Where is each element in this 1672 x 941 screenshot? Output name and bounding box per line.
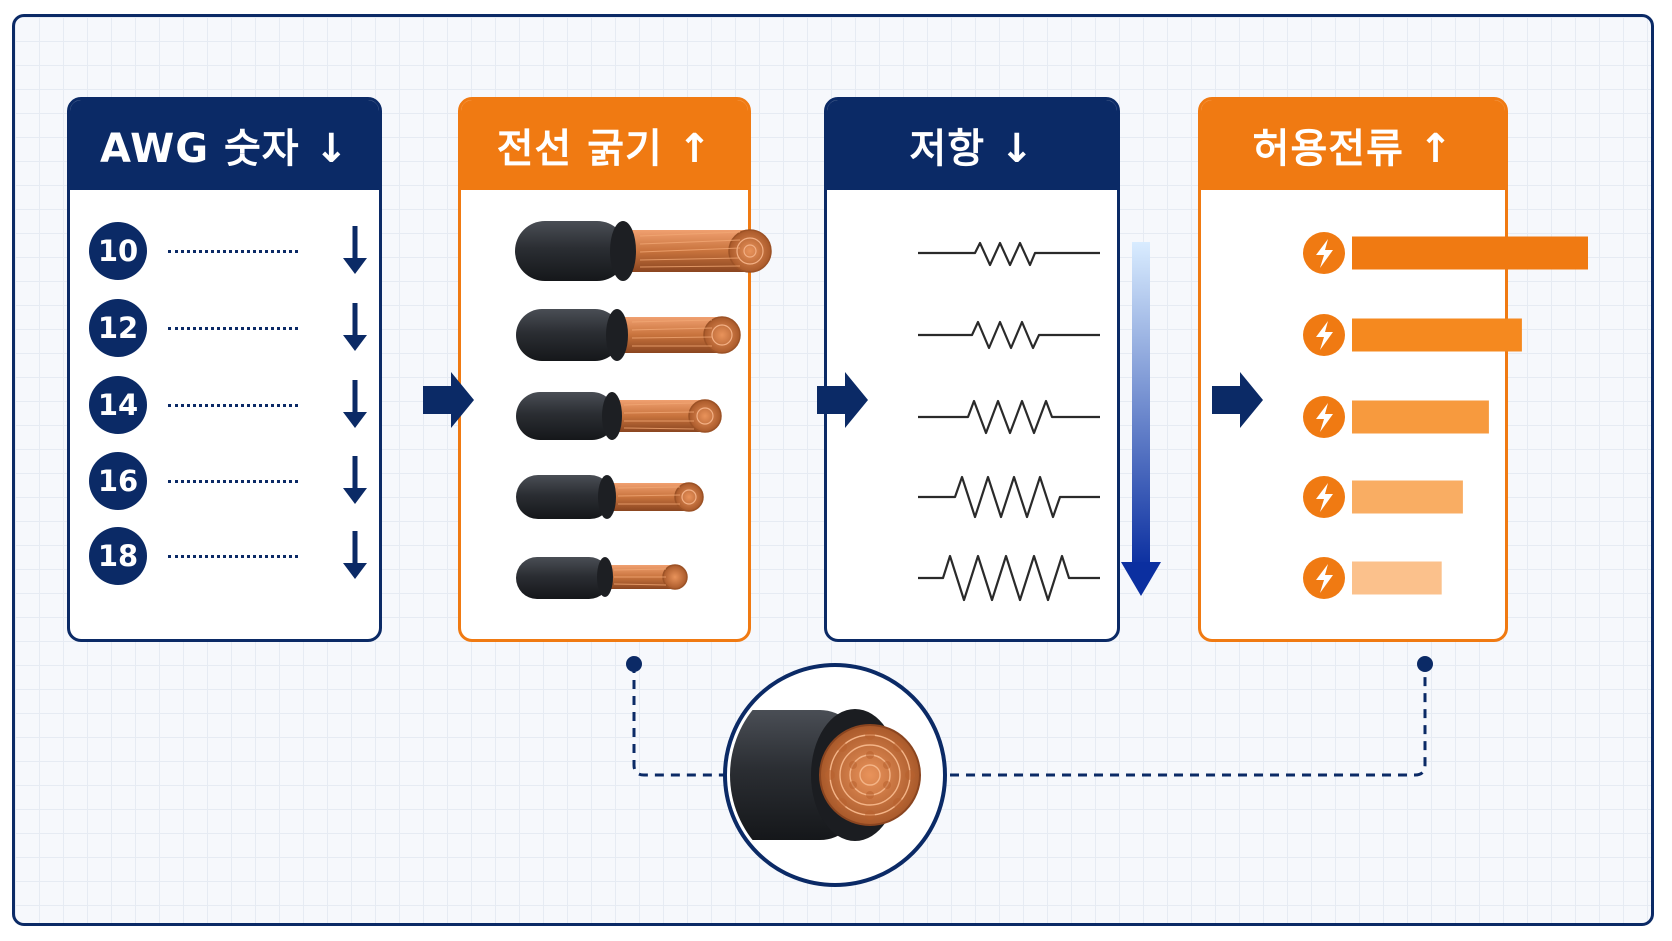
- thickness-panel: 전선 굵기 ↑: [458, 97, 751, 642]
- wire-cross-section-icon: [516, 309, 741, 361]
- connector-dot: [626, 656, 642, 672]
- lightning-bolt-icon: [1303, 476, 1345, 518]
- callout-connector-left: [632, 664, 725, 777]
- resistor-symbol-icon: [918, 320, 1100, 350]
- leader-dots: [168, 327, 298, 330]
- wire-zoom-icon: [723, 663, 947, 887]
- gauge-badge-10: 10: [89, 222, 147, 280]
- leader-dots: [168, 250, 298, 253]
- awg-panel: AWG 숫자 ↓: [67, 97, 382, 642]
- gauge-badge-12: 12: [89, 299, 147, 357]
- down-arrow-icon: [343, 380, 367, 428]
- wire-cross-section-icon: [515, 221, 772, 281]
- gauge-badge-16: 16: [89, 452, 147, 510]
- right-arrow-icon: [817, 372, 868, 428]
- lightning-bolt-icon: [1303, 396, 1345, 438]
- wire-cross-section-icon: [516, 475, 704, 519]
- wire-cross-section-icon: [516, 392, 722, 440]
- connector-dot: [1417, 656, 1433, 672]
- ampacity-bar: [1352, 400, 1489, 434]
- decreasing-resistance-arrow: [1121, 242, 1161, 596]
- resistance-panel: 저항 ↓: [824, 97, 1120, 642]
- gauge-badge-14: 14: [89, 376, 147, 434]
- resistance-panel-title: 저항 ↓: [827, 100, 1117, 190]
- ampacity-bar: [1352, 561, 1442, 595]
- gauge-badge-18: 18: [89, 527, 147, 585]
- resistor-symbol-icon: [918, 241, 1100, 267]
- lightning-bolt-icon: [1303, 232, 1345, 274]
- ampacity-panel-title: 허용전류 ↑: [1201, 100, 1505, 190]
- resistor-symbol-icon: [918, 554, 1100, 602]
- leader-dots: [168, 404, 298, 407]
- ampacity-bar: [1352, 318, 1522, 352]
- awg-panel-title: AWG 숫자 ↓: [70, 100, 379, 190]
- ampacity-panel: 허용전류 ↑: [1198, 97, 1508, 642]
- resistor-symbol-icon: [918, 399, 1100, 435]
- right-arrow-icon: [423, 372, 474, 428]
- wire-cross-section-icon: [516, 557, 688, 599]
- ampacity-bar: [1352, 236, 1588, 270]
- ampacity-bar: [1352, 480, 1463, 514]
- leader-dots: [168, 480, 298, 483]
- thickness-panel-title: 전선 굵기 ↑: [461, 100, 748, 190]
- right-arrow-icon: [1212, 372, 1263, 428]
- callout-connector-right: [950, 664, 1427, 777]
- lightning-bolt-icon: [1303, 557, 1345, 599]
- resistor-symbol-icon: [918, 475, 1100, 519]
- leader-dots: [168, 555, 298, 558]
- lightning-bolt-icon: [1303, 314, 1345, 356]
- down-arrow-icon: [343, 456, 367, 504]
- down-arrow-icon: [343, 303, 367, 351]
- down-arrow-icon: [343, 226, 367, 274]
- down-arrow-icon: [343, 531, 367, 579]
